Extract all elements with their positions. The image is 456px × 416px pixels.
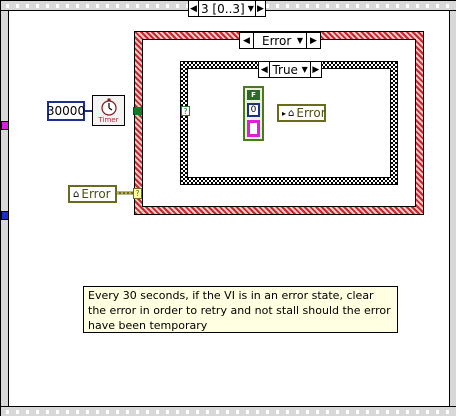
error-local-variable-read-label: Error <box>81 187 111 201</box>
timer-node[interactable]: Timer <box>92 95 125 126</box>
triangle-right-icon[interactable]: ▶ <box>255 1 265 16</box>
true-case-selector[interactable]: ◀ True ▼ ▶ <box>258 61 322 78</box>
triangle-down-icon[interactable]: ▼ <box>247 4 254 13</box>
question-icon: ? <box>181 106 190 116</box>
numeric-tunnel <box>1 211 9 220</box>
timer-output-terminal <box>135 107 142 115</box>
sequence-frame-selector[interactable]: ◀ 3 [0..3] ▼ ▶ <box>188 0 266 17</box>
error-cluster-constant[interactable]: F 0 <box>243 86 264 141</box>
timeout-numeric-constant[interactable]: 30000 <box>47 101 85 121</box>
code-numeric: 0 <box>247 103 260 117</box>
triangle-right-icon[interactable]: ▶ <box>306 33 320 48</box>
triangle-left-icon[interactable]: ◀ <box>259 62 271 77</box>
triangle-down-icon[interactable]: ▼ <box>296 36 304 45</box>
triangle-right-icon[interactable]: ▶ <box>309 62 321 77</box>
sequence-frame-selector-value: 3 [0..3] <box>200 1 245 16</box>
triangle-left-icon[interactable]: ◀ <box>189 1 199 16</box>
house-icon: ⌂ <box>288 107 295 119</box>
stopwatch-icon <box>101 98 117 116</box>
question-icon: ? <box>133 188 142 199</box>
error-local-variable-write-label: Error <box>296 106 326 120</box>
triangle-left-icon[interactable]: ◀ <box>240 33 254 48</box>
status-boolean: F <box>247 90 260 100</box>
triangle-down-icon[interactable]: ▼ <box>301 65 308 74</box>
error-case-selector[interactable]: ◀ Error ▼ ▶ <box>239 32 321 49</box>
diagram-comment[interactable]: Every 30 seconds, if the VI is in an err… <box>83 286 398 333</box>
sequence-right-edge <box>449 1 456 416</box>
sequence-bottom-edge <box>1 406 456 416</box>
error-case-selector-value: Error <box>262 33 292 48</box>
true-case-structure <box>180 61 398 185</box>
house-icon: ⌂ <box>73 188 80 200</box>
string-tunnel <box>1 121 9 130</box>
sequence-left-edge <box>1 1 9 416</box>
source-string <box>247 120 260 137</box>
error-local-variable-read[interactable]: ⌂ Error <box>68 185 117 203</box>
true-case-selector-value: True <box>272 62 298 77</box>
true-case-body <box>187 68 391 178</box>
error-local-variable-write[interactable]: ▸ ⌂ Error <box>277 104 326 122</box>
timer-node-label: Timer <box>98 116 119 124</box>
triangle-right-icon: ▸ <box>282 108 287 118</box>
